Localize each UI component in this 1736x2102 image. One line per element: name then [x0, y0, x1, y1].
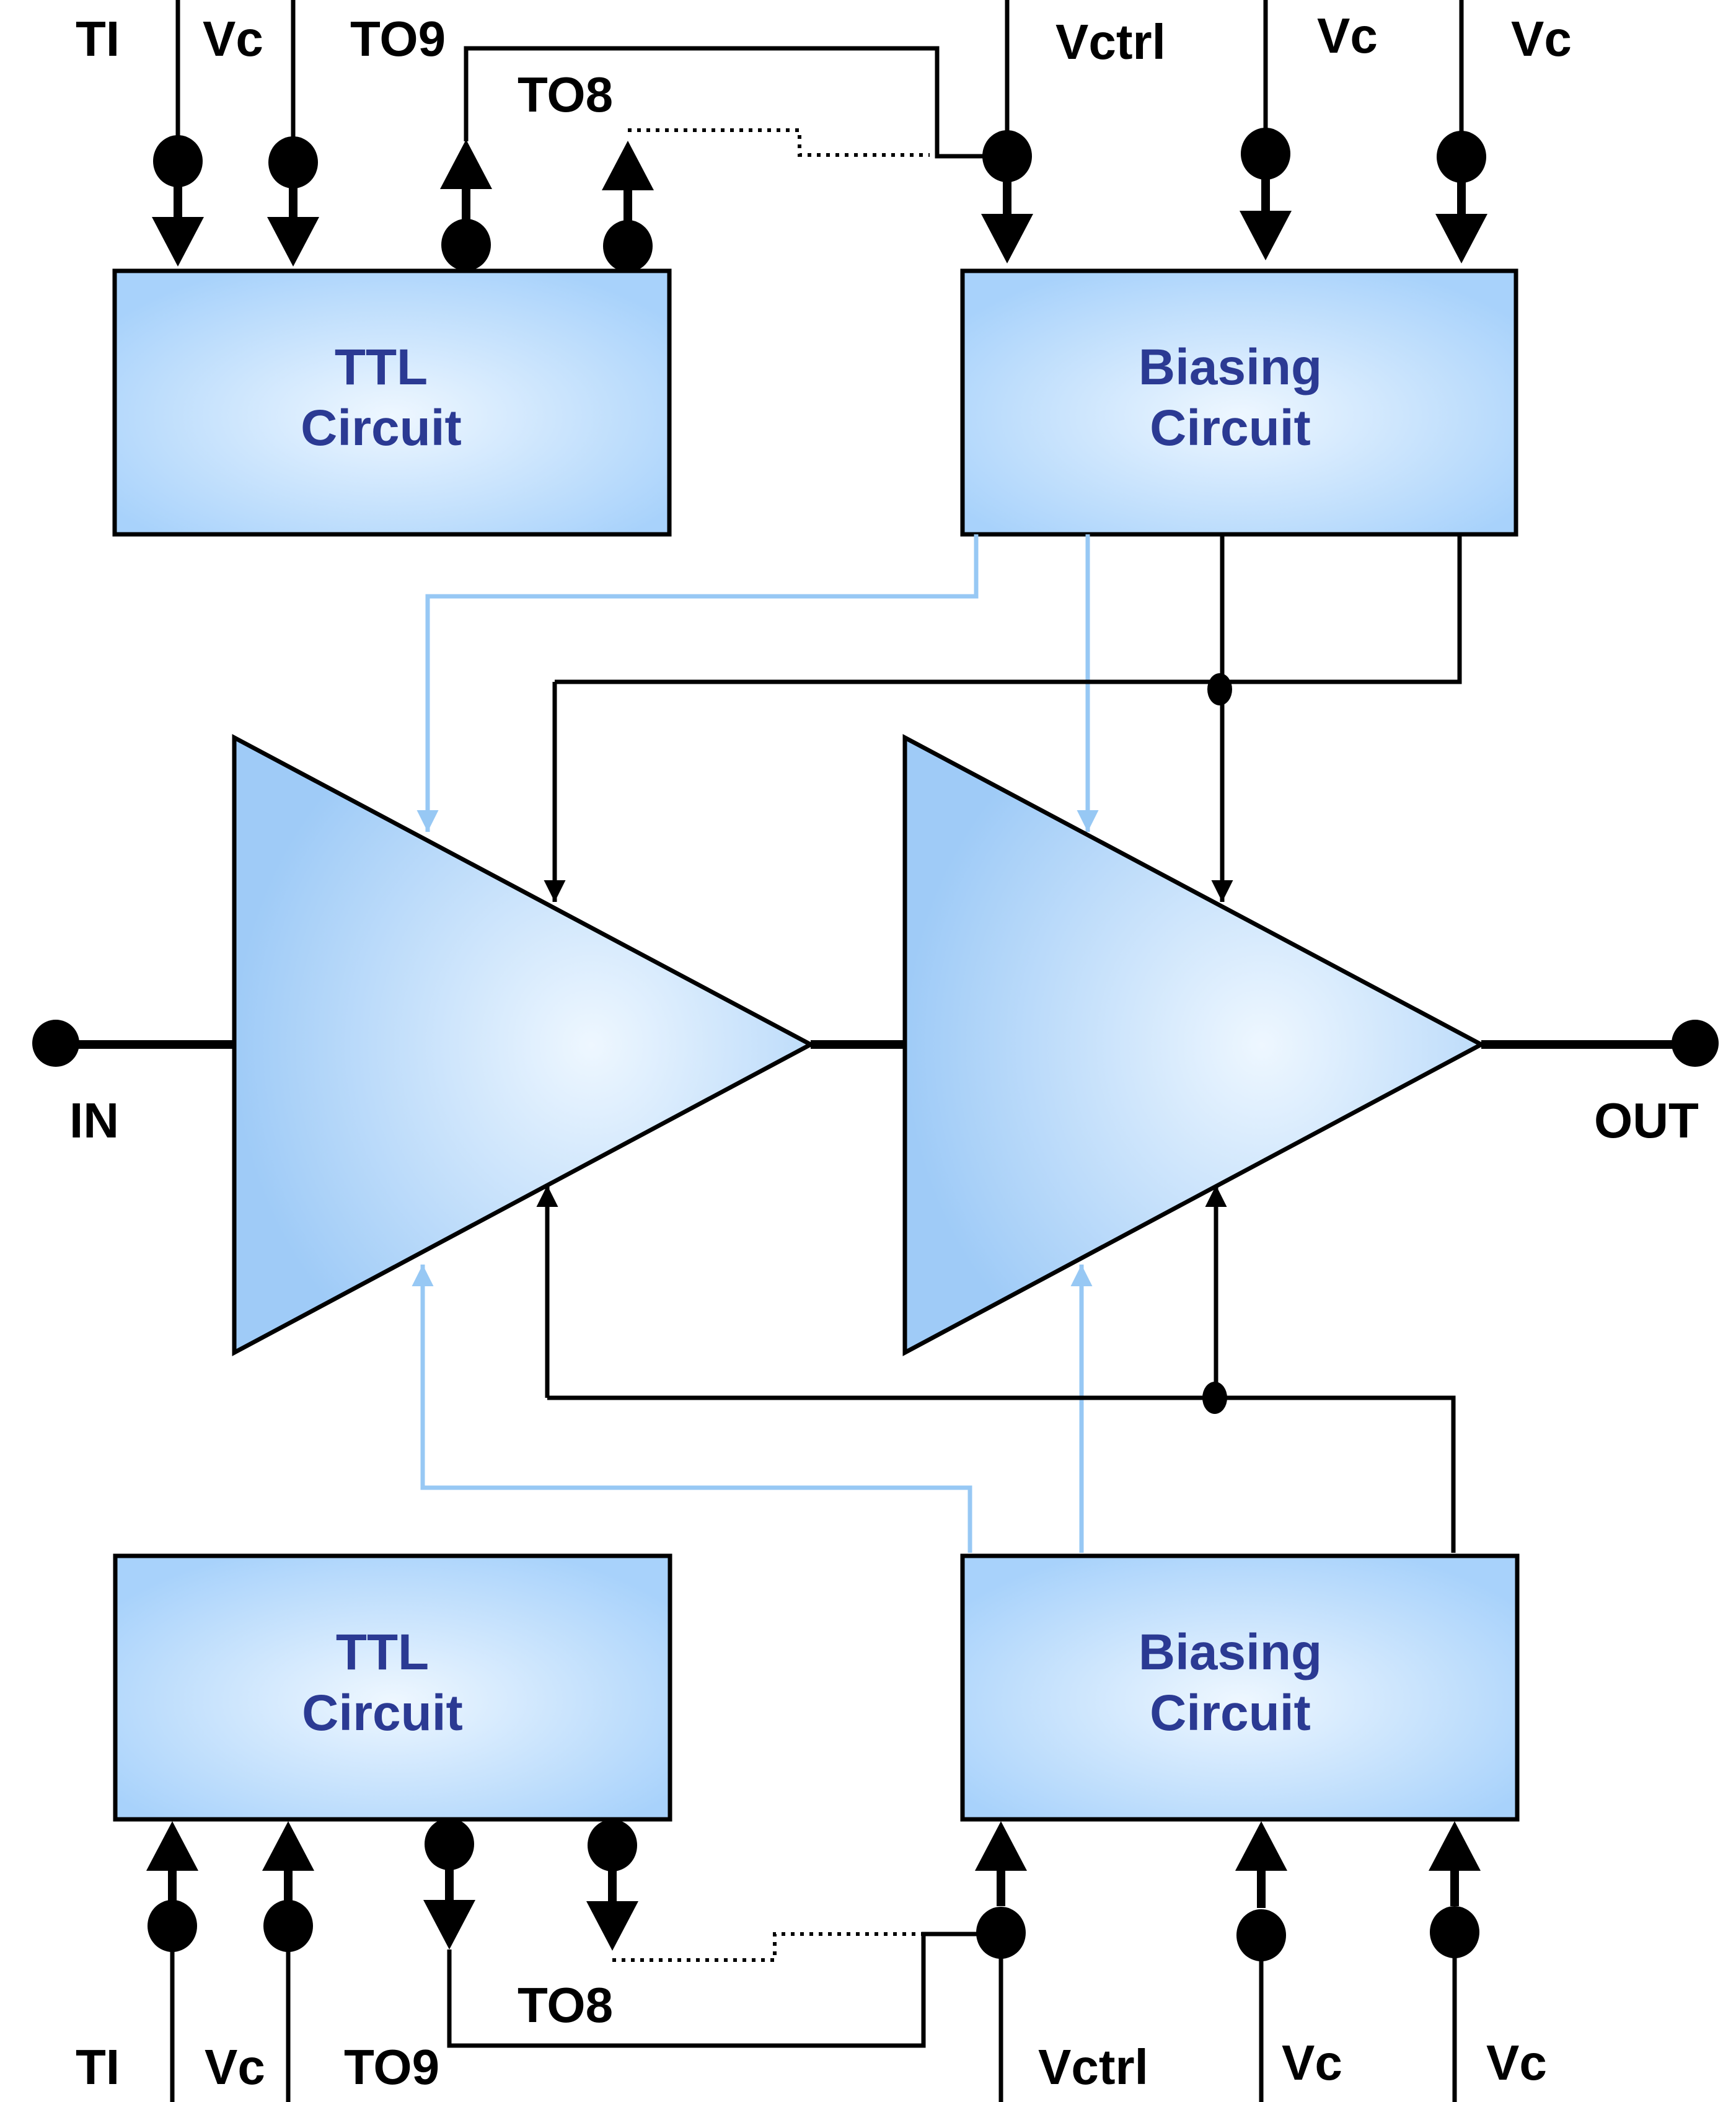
- pin-dot-to9-top: [441, 219, 491, 271]
- ttl-top-line1: TTL: [335, 339, 428, 395]
- label-vc2-bot: Vc: [1282, 2035, 1342, 2090]
- amplifier-stage-2: [902, 734, 1486, 1356]
- arrow-up-to8-top: [602, 141, 654, 190]
- label-vctrl-bot: Vctrl: [1038, 2039, 1148, 2095]
- label-vc3-bot: Vc: [1486, 2035, 1547, 2090]
- arrow-down-vc2-top: [1240, 211, 1292, 260]
- ttl-top-line2: Circuit: [301, 400, 462, 456]
- pin-dot-vc-bot: [263, 1900, 313, 1952]
- arrow-up-ti-bot: [146, 1821, 198, 1871]
- arrow-down-vc-top: [267, 217, 319, 267]
- label-to9-bot: TO9: [344, 2039, 439, 2095]
- bias-top-line1: Biasing: [1139, 339, 1322, 395]
- arrow-down-to8-bot: [586, 1901, 638, 1951]
- bias-bot-line1: Biasing: [1139, 1624, 1322, 1680]
- pin-dot-vctrl-top: [982, 130, 1032, 182]
- out-port-dot: [1672, 1020, 1719, 1067]
- pin-dot-to9-bot: [425, 1818, 474, 1870]
- pin-dot-ti-bot: [148, 1900, 197, 1952]
- bottom-connections: [412, 1185, 1456, 1553]
- label-to8-bot: TO8: [518, 1977, 613, 2033]
- pin-dot-vc3-top: [1437, 131, 1486, 183]
- label-vc-bot: Vc: [205, 2039, 265, 2095]
- arrow-up-to9-top: [440, 139, 492, 189]
- arrow-down-to9-bot: [423, 1900, 475, 1950]
- label-vc2-top: Vc: [1317, 8, 1378, 63]
- pin-dot-vctrl-bot: [976, 1907, 1026, 1959]
- junction-dot-top: [1207, 673, 1232, 705]
- arrow-down-vc3-top: [1435, 214, 1487, 263]
- label-ti-bot: TI: [76, 2039, 120, 2095]
- ttl-circuit-top: TTL Circuit: [112, 268, 672, 537]
- top-connections: [416, 534, 1462, 902]
- ttl-circuit-bottom: TTL Circuit: [113, 1553, 672, 1822]
- label-vc3-top: Vc: [1511, 11, 1572, 66]
- label-to9-top: TO9: [350, 11, 446, 66]
- arrow-up-vctrl-bot: [975, 1821, 1027, 1871]
- top-pin-labels: TI Vc TO9 TO8 Vctrl Vc Vc: [76, 8, 1572, 122]
- ttl-bot-line1: TTL: [336, 1624, 429, 1680]
- label-ti-top: TI: [76, 11, 120, 66]
- pin-dot-vc2-bot: [1236, 1909, 1286, 1961]
- pin-dot-to8-bot: [588, 1819, 637, 1871]
- arrow-down-vctrl-top: [981, 214, 1033, 263]
- ttl-bot-line2: Circuit: [302, 1685, 463, 1741]
- label-vc-top: Vc: [203, 11, 263, 66]
- label-out: OUT: [1594, 1093, 1699, 1148]
- amplifier-stage-1: [232, 734, 816, 1356]
- junction-dot-bottom: [1202, 1382, 1227, 1414]
- bottom-pin-labels: TI Vc TO9 TO8 Vctrl Vc Vc: [76, 1977, 1547, 2095]
- pin-dot-vc2-top: [1241, 128, 1290, 180]
- signal-path: IN OUT: [32, 1020, 1719, 1148]
- label-in: IN: [69, 1093, 119, 1148]
- pin-dot-to8-top: [603, 220, 653, 272]
- biasing-circuit-bottom: Biasing Circuit: [960, 1553, 1520, 1822]
- arrow-up-vc3-bot: [1429, 1821, 1481, 1871]
- arrow-down-ti-top: [152, 217, 204, 267]
- bottom-pin-leads: [146, 1818, 1481, 2102]
- in-port-dot: [32, 1020, 79, 1067]
- arrow-up-vc-bot: [262, 1821, 314, 1871]
- biasing-circuit-top: Biasing Circuit: [960, 268, 1518, 537]
- pin-dot-ti-top: [153, 135, 203, 187]
- arrow-up-vc2-bot: [1235, 1821, 1287, 1871]
- pin-dot-vc3-bot: [1430, 1906, 1479, 1958]
- bias-top-line2: Circuit: [1150, 400, 1311, 456]
- label-to8-top: TO8: [518, 67, 613, 122]
- top-pin-leads: [152, 0, 1487, 272]
- pin-dot-vc-top: [268, 136, 318, 188]
- bias-bot-line2: Circuit: [1150, 1685, 1311, 1741]
- label-vctrl-top: Vctrl: [1055, 14, 1166, 69]
